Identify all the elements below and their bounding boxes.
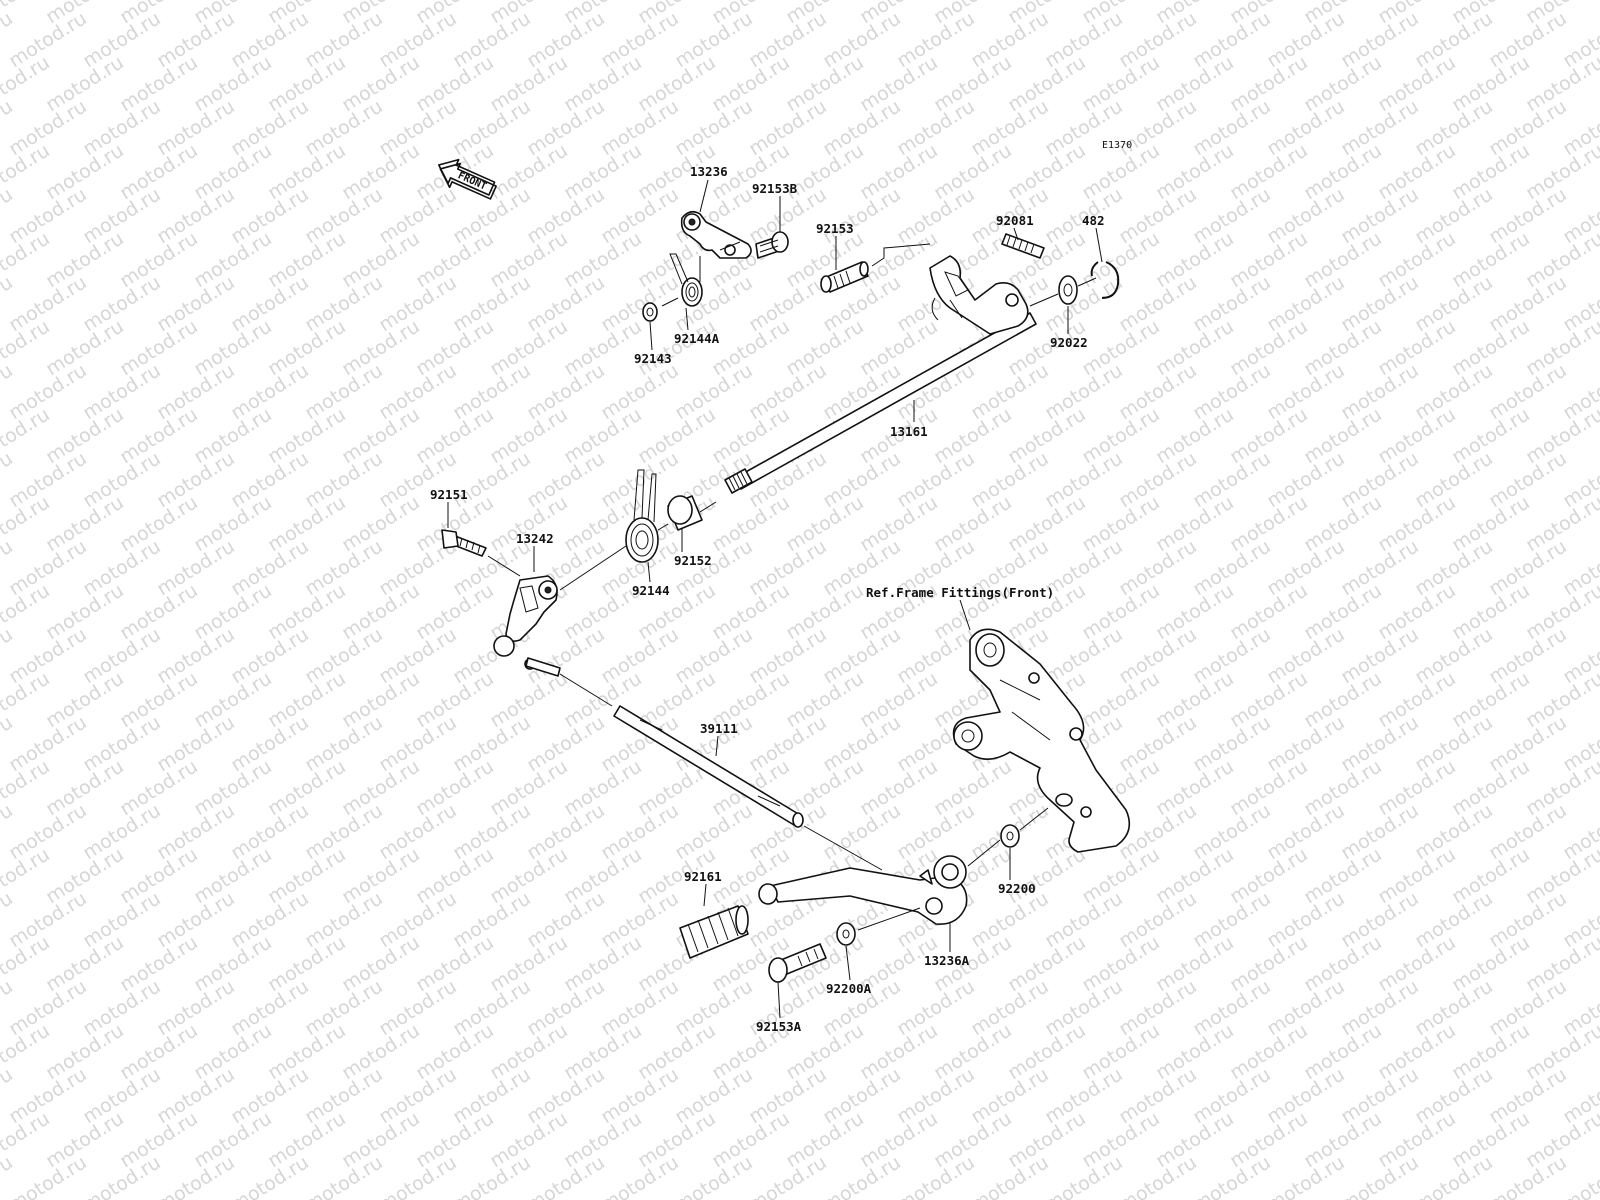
- collar-92152: [667, 495, 703, 531]
- bolt-92153A: [768, 943, 827, 983]
- label-92200: 92200: [998, 881, 1036, 896]
- collar-92143: [642, 302, 658, 322]
- lever-13242: [493, 575, 561, 677]
- label-92022: 92022: [1050, 335, 1088, 350]
- pedal-rubber-92161: [679, 905, 749, 959]
- label-92152: 92152: [674, 553, 712, 568]
- label-92153: 92153: [816, 221, 854, 236]
- front-arrow-icon: FRONT: [437, 158, 497, 200]
- spring-92144: [625, 469, 659, 563]
- label-92143: 92143: [634, 351, 672, 366]
- tie-rod-39111: [613, 705, 804, 828]
- label-92153B: 92153B: [752, 181, 798, 196]
- diagram-code: E1370: [1102, 140, 1132, 151]
- washer-92022: [1058, 275, 1078, 305]
- spring-92081: [1001, 233, 1045, 259]
- label-39111: 39111: [700, 721, 738, 736]
- washer-92200: [1000, 824, 1020, 848]
- watermark-text: motod.ru: [1596, 0, 1600, 28]
- label-92200A: 92200A: [826, 981, 872, 996]
- label-92144A: 92144A: [674, 331, 720, 346]
- pin-92153: [820, 261, 869, 293]
- arm-13236: [680, 210, 752, 259]
- label-13236A: 13236A: [924, 953, 970, 968]
- label-13236: 13236: [690, 164, 728, 179]
- label-92153A: 92153A: [756, 1019, 802, 1034]
- bolt-92151: [441, 529, 487, 557]
- label-13242: 13242: [516, 531, 554, 546]
- label-ref-frame: Ref.Frame Fittings(Front): [866, 585, 1054, 600]
- label-13161: 13161: [890, 424, 928, 439]
- label-92151: 92151: [430, 487, 468, 502]
- shift-pedal-13236A: [758, 855, 968, 925]
- assembly-lines: [487, 241, 1097, 931]
- shift-shaft-13161: [724, 255, 1037, 494]
- watermark-text: motod.ru: [1559, 1151, 1600, 1200]
- part-labels: 13236 92153B 92081 482 92153 92022 92144…: [430, 164, 1105, 1034]
- label-92081: 92081: [996, 213, 1034, 228]
- washer-92200A: [836, 922, 856, 946]
- frame-bracket: [952, 628, 1131, 853]
- spring-92144A: [669, 253, 703, 307]
- label-482: 482: [1082, 213, 1105, 228]
- circlip-482: [1090, 261, 1120, 299]
- leader-lines: [447, 179, 1103, 1019]
- label-92144: 92144: [632, 583, 670, 598]
- label-92161: 92161: [684, 869, 722, 884]
